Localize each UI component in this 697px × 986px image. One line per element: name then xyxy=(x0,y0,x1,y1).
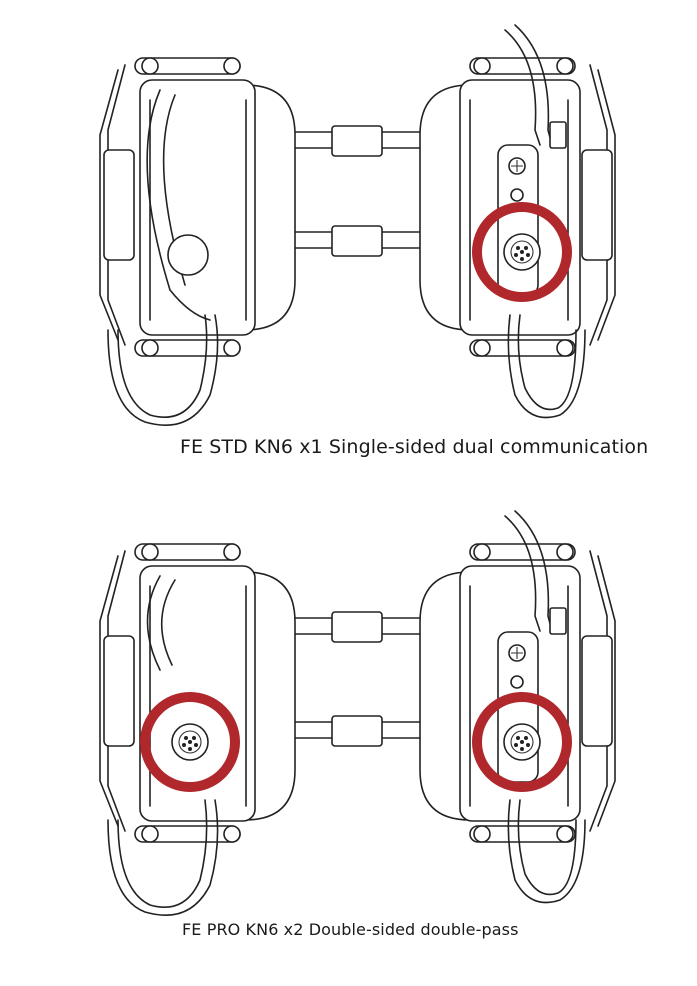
highlight-ring-left xyxy=(140,692,240,792)
diagram-panel-single-sided: FE STD KN6 x1 Single-sided dual communic… xyxy=(0,0,697,470)
caption-double-sided: FE PRO KN6 x2 Double-sided double-pass xyxy=(182,920,519,939)
headset-lines xyxy=(99,510,616,916)
connector-highlights xyxy=(140,692,572,792)
diagram-panel-double-sided: FE PRO KN6 x2 Double-sided double-pass xyxy=(0,500,697,970)
headset-drawing-single-sided xyxy=(99,24,616,426)
headset-lines xyxy=(99,24,616,426)
highlight-ring-right xyxy=(472,202,572,302)
caption-single-sided: FE STD KN6 x1 Single-sided dual communic… xyxy=(180,436,649,458)
headset-drawing-double-sided xyxy=(99,510,616,916)
highlight-ring-right xyxy=(472,692,572,792)
connector-highlights xyxy=(472,202,572,302)
